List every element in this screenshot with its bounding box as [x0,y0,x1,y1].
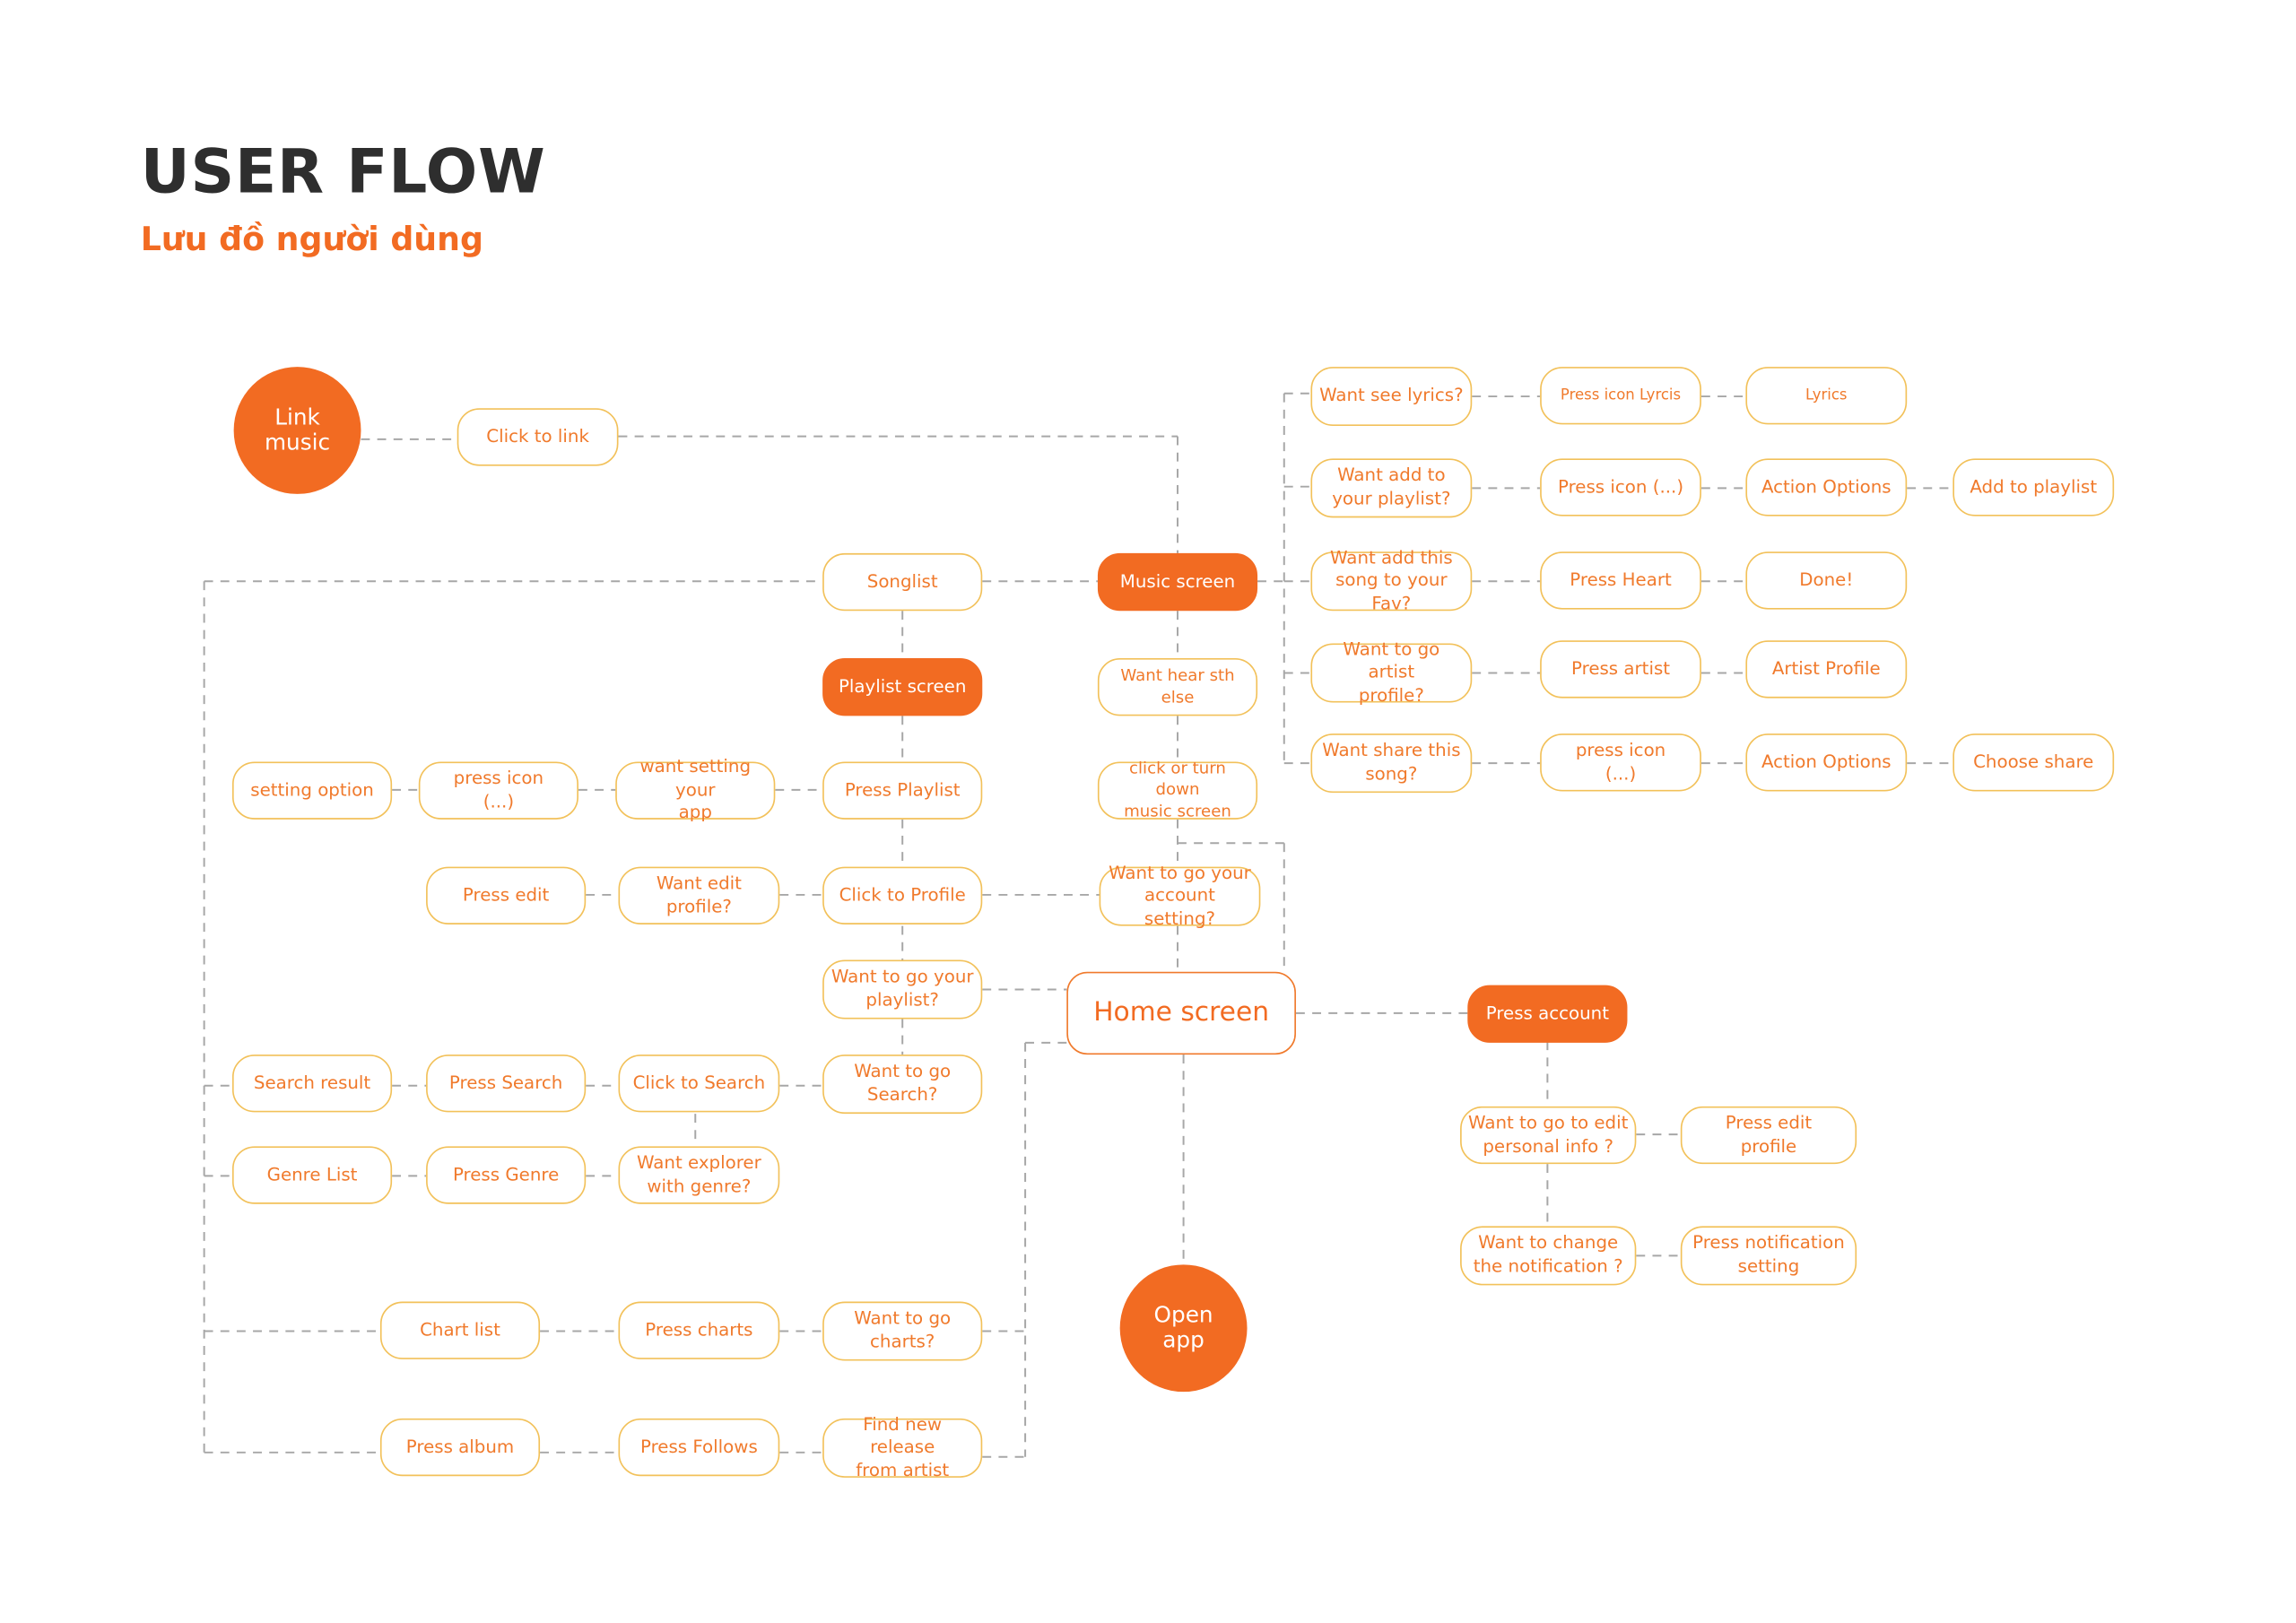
add-to-playlist-node: Add to playlist [1952,458,2115,516]
press-search-node: Press Search [426,1055,587,1113]
action-options-node-1: Action Options [1745,458,1908,516]
find-new-release-node: Find new release from artist [822,1413,983,1480]
want-edit-profile-node: Want edit profile? [618,866,780,924]
link-music-node: Link music [233,367,361,494]
press-playlist-node: Press Playlist [822,761,983,820]
want-setting-app-node: want setting your app [615,756,776,823]
lyrics-node: Lyrics [1745,367,1908,425]
want-hear-sth-else-node: Want hear sth else [1097,658,1258,716]
press-album-node: Press album [379,1418,541,1477]
chart-list-node: Chart list [379,1301,541,1359]
press-genre-node: Press Genre [426,1146,587,1204]
want-account-setting-node: Want to go your account setting? [1099,862,1261,929]
press-charts-node: Press charts [618,1301,780,1359]
want-go-playlist-node: Want to go your playlist? [822,959,983,1020]
open-app-node: Open app [1119,1264,1248,1393]
press-follows-node: Press Follows [618,1418,780,1477]
press-icon-lyrics-node: Press icon Lyrcis [1540,367,1701,425]
want-add-playlist-node: Want add to your playlist? [1310,458,1473,518]
press-artist-node: Press artist [1540,640,1701,699]
want-explorer-genre-node: Want explorer with genre? [618,1146,780,1204]
action-options-node-2: Action Options [1745,733,1908,792]
choose-share-node: Choose share [1952,733,2115,792]
playlist-screen-node: Playlist screen [822,658,983,716]
press-edit-profile-node: Press edit profile [1680,1106,1857,1165]
songlist-node: Songlist [822,552,983,612]
artist-profile-node: Artist Profile [1745,640,1908,699]
page-subtitle: Lưu đồ người dùng [140,221,483,259]
page-title: USER FLOW [140,135,546,207]
setting-option-node: setting option [231,761,393,820]
want-share-song-node: Want share this song? [1310,733,1473,794]
click-to-search-node: Click to Search [618,1055,780,1113]
want-edit-personal-node: Want to go to edit personal info ? [1460,1106,1637,1165]
press-icon-more-node: Press icon (...) [1540,458,1701,516]
home-screen-node: Home screen [1066,971,1296,1055]
press-icon-setting-node: press icon (...) [418,761,578,820]
search-result-node: Search result [231,1055,393,1113]
genre-list-node: Genre List [231,1146,393,1204]
want-add-fav-node: Want add this song to your Fav? [1310,547,1473,613]
click-or-turn-down-node: click or turn down music screen [1097,759,1258,820]
want-artist-profile-node: Want to go artist profile? [1310,638,1473,705]
want-go-charts-node: Want to go charts? [822,1301,983,1361]
music-screen-node: Music screen [1097,552,1258,612]
want-go-search-node: Want to go Search? [822,1055,983,1115]
press-edit-node: Press edit [426,866,587,924]
press-account-node: Press account [1467,985,1628,1043]
want-see-lyrics-node: Want see lyrics? [1310,367,1473,427]
press-icon-share-node: press icon (...) [1540,733,1701,792]
want-change-notification-node: Want to change the notification ? [1460,1226,1637,1286]
click-to-profile-node: Click to Profile [822,866,983,924]
click-to-link-node: Click to link [457,408,619,466]
press-notification-setting-node: Press notification setting [1680,1226,1857,1286]
done-node: Done! [1745,551,1908,610]
press-heart-node: Press Heart [1540,551,1701,610]
